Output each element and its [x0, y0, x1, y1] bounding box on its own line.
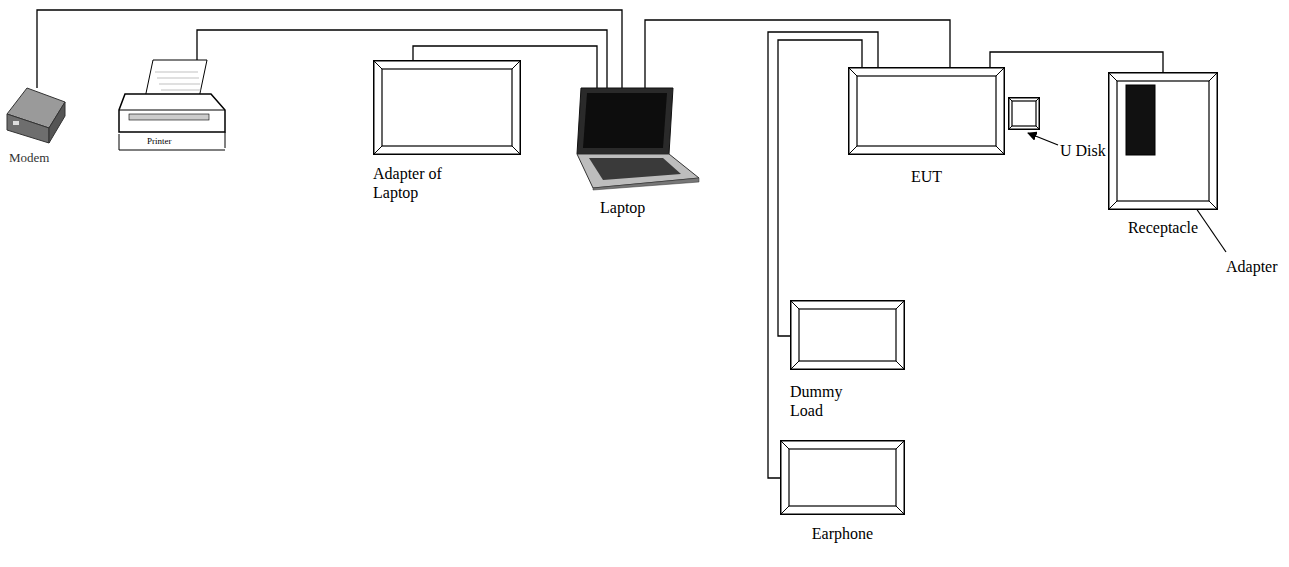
node-label: Earphone [812, 524, 873, 543]
node-label: Receptacle [1128, 218, 1198, 237]
modem-icon: Modem [5, 88, 67, 143]
node-label: Adapter of Laptop [373, 164, 488, 202]
adapter-box [373, 60, 521, 155]
laptop-icon: Laptop [553, 88, 701, 190]
adapter-box: Adapter of Laptop [373, 60, 521, 155]
eut-box: EUT [848, 67, 1005, 155]
cable-line [990, 52, 1163, 72]
adapter-plug: Adapter [1126, 85, 1155, 155]
eut-box [848, 67, 1005, 155]
modem-icon [5, 88, 67, 143]
dummy-load-box: Dummy Load [790, 300, 905, 370]
node-label: Dummy Load [790, 382, 860, 420]
dummy-load-box [790, 300, 905, 370]
laptop-icon [553, 88, 701, 190]
node-label: Printer [147, 136, 172, 147]
leader-arrow [1028, 133, 1058, 145]
adapter-plug [1126, 85, 1155, 155]
cable-line [37, 10, 622, 88]
receptacle-box: ReceptacleAdapter [1108, 72, 1218, 210]
u-disk-box: U Disk [1008, 97, 1040, 130]
node-label: U Disk [1060, 141, 1106, 160]
earphone-box [780, 440, 905, 515]
node-label: Laptop [600, 198, 645, 217]
u-disk-box [1008, 97, 1040, 130]
earphone-box: Earphone [780, 440, 905, 515]
node-label: Modem [9, 150, 49, 166]
node-label: Adapter [1226, 257, 1278, 276]
node-label: EUT [911, 167, 942, 186]
printer-icon: Printer [115, 60, 227, 152]
receptacle-box [1108, 72, 1218, 210]
